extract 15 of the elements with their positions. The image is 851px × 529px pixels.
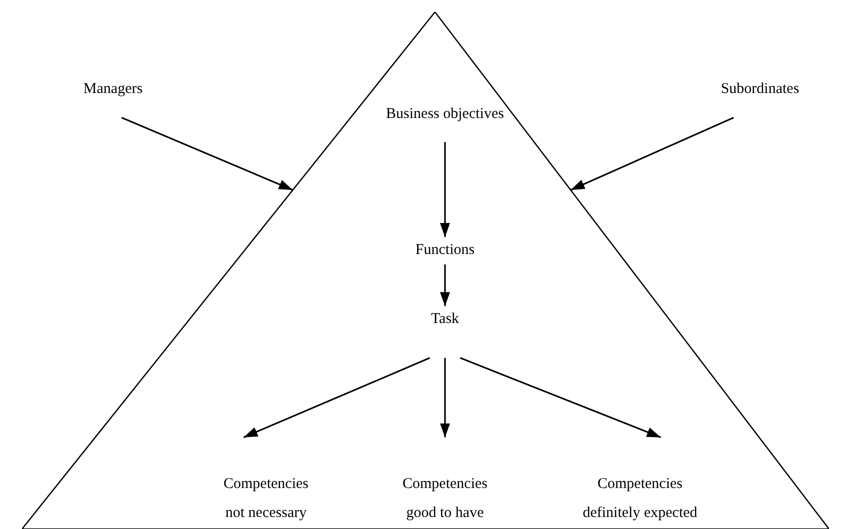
node-label: Competencies definitely expected — [582, 475, 698, 523]
node-label: Task — [430, 310, 460, 329]
arrow — [460, 357, 662, 438]
arrow — [243, 357, 430, 438]
arrow — [121, 116, 294, 191]
arrow — [440, 264, 450, 306]
node-label: Business objectives — [386, 105, 504, 124]
node-label: Competencies good to have — [402, 475, 488, 523]
node-label: Subordinates — [720, 80, 800, 99]
arrow — [440, 358, 450, 438]
node-label: Managers — [83, 80, 143, 99]
node-label: Competencies not necessary — [222, 475, 310, 523]
arrow — [570, 116, 734, 191]
node-label: Functions — [415, 241, 475, 260]
arrow — [440, 142, 450, 238]
